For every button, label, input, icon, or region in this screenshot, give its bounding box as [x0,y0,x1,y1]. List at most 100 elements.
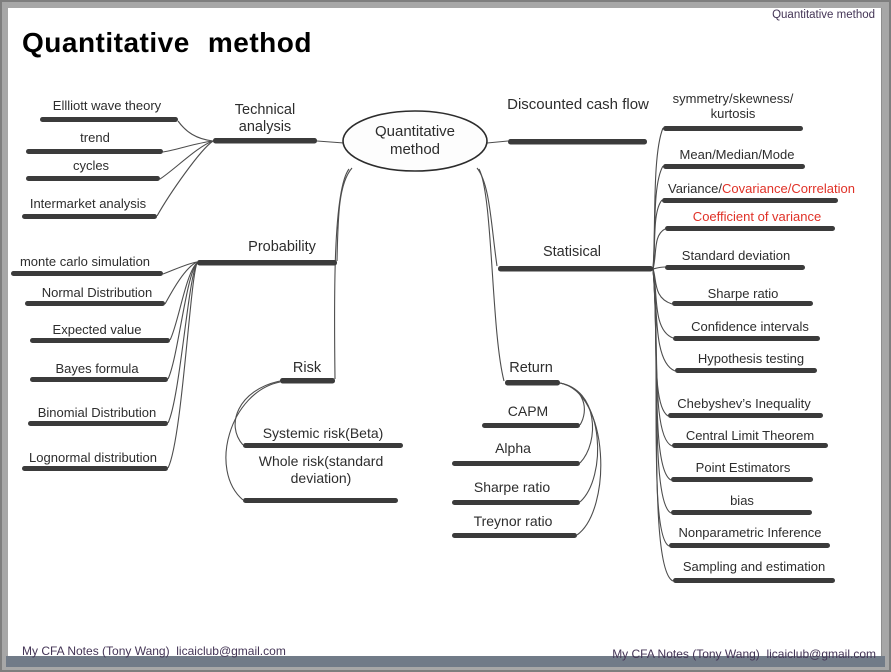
branch-label-technical: Technical analysis [234,102,296,136]
fan-risk-1 [234,380,281,446]
node-label-cycles: cycles [72,158,110,173]
bar-capm [482,423,580,428]
node-label-whole-risk: Whole risk(standard deviation) [258,453,384,486]
node-label-systemic-risk: Systemic risk(Beta) [262,425,384,441]
bar-binomial-distribution [28,421,168,426]
bar-whole-risk [243,498,398,503]
node-label-central-limit: Central Limit Theorem [685,428,815,443]
node-label-hypothesis-testing: Hypothesis testing [697,351,805,366]
node-label-sampling-estimation: Sampling and estimation [682,559,826,574]
fan-technical-3 [159,140,214,180]
node-label-standard-deviation: Standard deviation [681,248,791,263]
bar-sharpe-ratio-stat [672,301,813,306]
bar-technical [213,138,317,144]
node-label-expected-value: Expected value [52,322,142,337]
root-node-ellipse [342,110,488,172]
branch-label-risk: Risk [292,360,322,376]
fan-return-4 [559,382,602,536]
bar-symmetry [663,126,803,131]
node-label-treynor-ratio: Treynor ratio [473,513,553,529]
bar-mean-median-mode [663,164,805,169]
bar-hypothesis-testing [675,368,817,373]
variance-suffix-red: Covariance/Correlation [721,181,855,196]
bar-trend [26,149,163,154]
bar-return [505,380,560,386]
node-label-alpha: Alpha [495,440,531,456]
bar-systemic-risk [243,443,403,448]
connector-technical-root [316,140,345,144]
fan-return-1 [559,382,585,426]
branch-label-return: Return [509,360,553,376]
connector-curves [156,120,676,582]
bar-ellliott-wave-theory [40,117,178,122]
footer-credit-left: My CFA Notes (Tony Wang) licaiclub@gmail… [22,644,286,658]
slide-bottom-edge [6,656,885,667]
fan-probability-5 [167,262,198,424]
node-label-mean-median-mode: Mean/Median/Mode [679,147,795,162]
fan-technical-2 [162,140,214,153]
node-label-bias: bias [730,493,754,508]
bar-probability [197,260,337,266]
root-node-label: Quantitative method [374,123,456,158]
node-label-binomial-distribution: Binomial Distribution [37,405,157,420]
bar-nonparametric [669,543,830,548]
fan-probability-1 [162,261,198,275]
node-label-chebyshev: Chebyshev’s Inequality [677,396,811,411]
trunk-root-risk [333,168,350,380]
bar-lognormal-distribution [22,466,168,471]
fan-statistical-14 [652,268,674,582]
bar-confidence-intervals [673,336,820,341]
bar-central-limit [672,443,828,448]
page-title: Quantitative method [22,26,312,58]
fan-statistical-4 [652,228,666,270]
bar-statistical [498,266,653,272]
fan-technical-1 [177,120,214,142]
bar-dcf [508,139,647,145]
connector-root-dcf [486,140,509,144]
trunk-root-return [478,168,505,382]
fan-probability-4 [167,262,198,380]
bar-standard-deviation [665,265,805,270]
fan-statistical-3 [652,199,663,270]
bar-intermarket-analysis [22,214,157,219]
footer-credit-right: My CFA Notes (Tony Wang) licaiclub@gmail… [612,647,876,661]
variance-prefix: Variance/ [668,181,722,196]
bar-chebyshev [668,413,823,418]
fan-risk-2 [225,381,281,501]
bar-point-estimators [671,477,813,482]
node-label-coefficient-variance: Coefficient of variance [692,209,822,224]
bar-sharpe-ratio-return [452,500,580,505]
node-label-trend: trend [80,130,110,145]
bar-monte-carlo [11,271,163,276]
node-bars [11,117,838,583]
fan-statistical-5 [652,266,666,270]
fan-return-3 [559,382,599,503]
corner-slide-title: Quantitative method [772,9,875,21]
branch-label-dcf: Discounted cash flow [507,96,649,113]
branch-label-probability: Probability [248,239,316,255]
fan-technical-4 [156,140,214,217]
node-label-nonparametric: Nonparametric Inference [678,525,822,540]
node-label-bayes-formula: Bayes formula [55,361,139,376]
bar-bias [671,510,812,515]
node-label-lognormal-distribution: Lognormal distribution [29,450,157,465]
bar-sampling-estimation [673,578,835,583]
node-label-sharpe-ratio-return: Sharpe ratio [473,479,551,495]
node-label-variance: Variance/Covariance/Correlation [668,181,855,196]
trunk-root-probability [336,167,353,262]
node-label-point-estimators: Point Estimators [695,460,791,475]
bar-variance [662,198,838,203]
branch-label-statistical: Statisical [542,244,602,260]
node-label-intermarket-analysis: Intermarket analysis [29,196,147,211]
bar-cycles [26,176,160,181]
trunk-root-statistical [476,167,498,267]
node-label-normal-distribution: Normal Distribution [41,285,153,300]
bar-alpha [452,461,580,466]
fan-probability-2 [164,261,198,305]
node-label-capm: CAPM [507,403,549,419]
bar-risk [280,378,335,384]
fan-probability-6 [167,262,198,469]
node-label-ellliott-wave-theory: Ellliott wave theory [52,98,162,113]
node-label-symmetry: symmetry/skewness/ kurtosis [672,91,794,122]
